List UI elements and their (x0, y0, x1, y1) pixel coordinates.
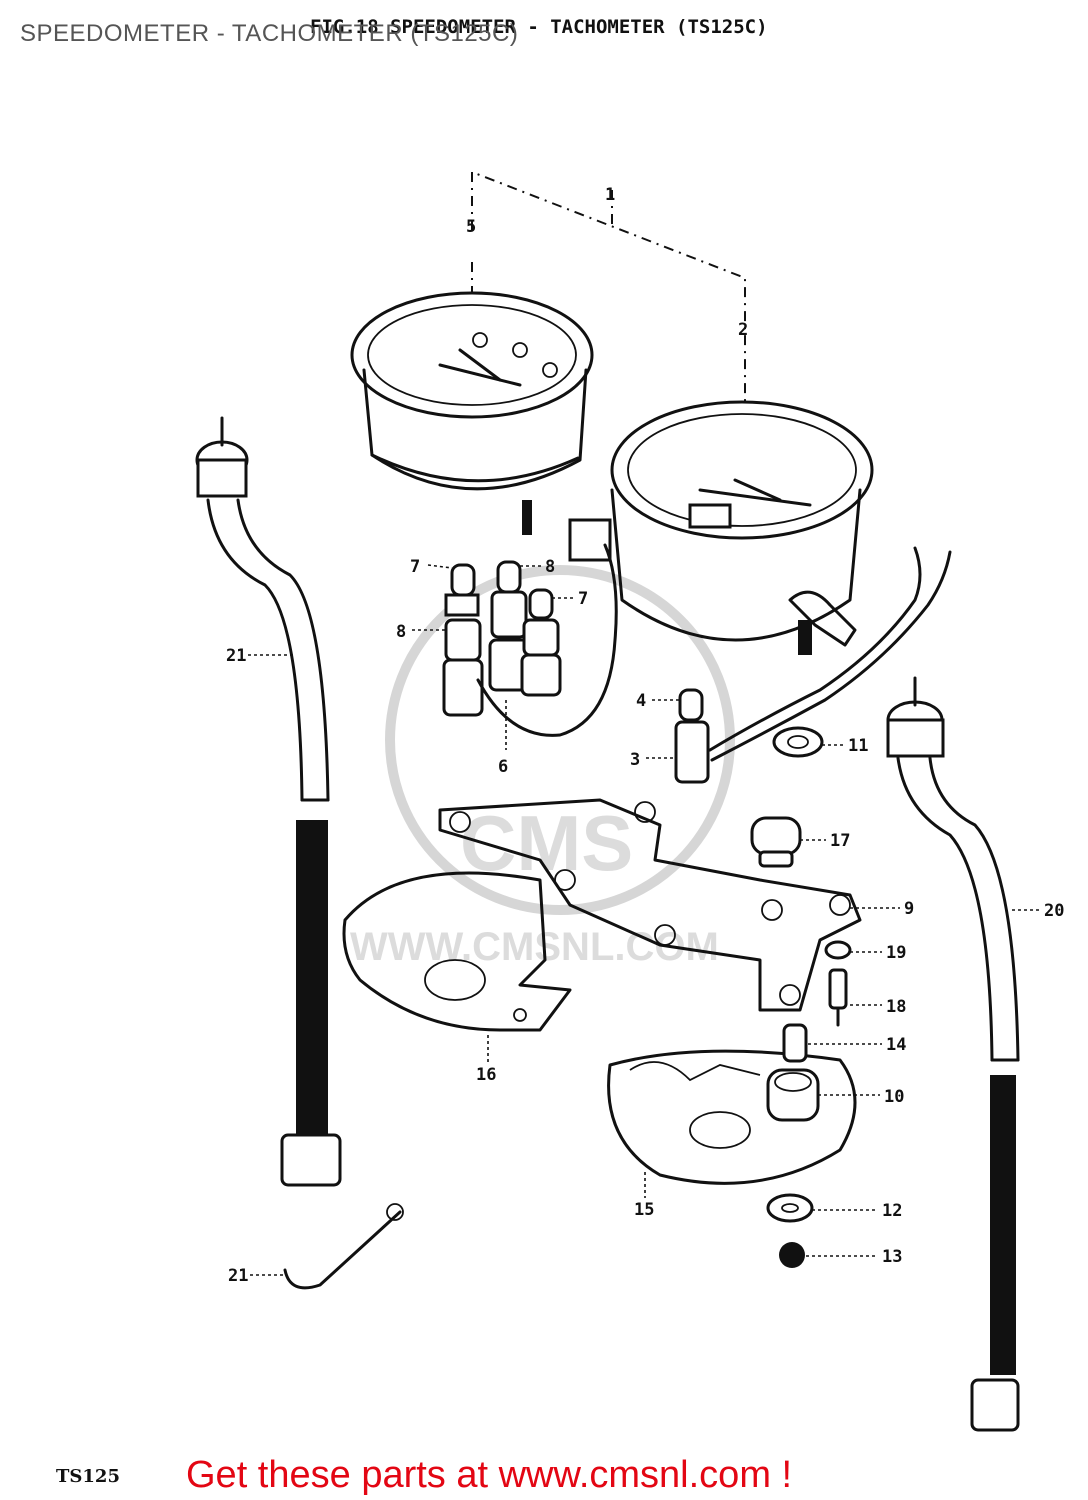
lower-case-left (342, 871, 572, 1032)
tachometer (568, 400, 874, 655)
cmsnl-parts-link[interactable]: Get these parts at www.cmsnl.com ! (186, 1454, 793, 1496)
callout-9: 9 (904, 899, 914, 919)
callout-2: 2 (738, 320, 748, 340)
callout-5: 5 (466, 217, 476, 237)
page-title: SPEEDOMETER - TACHOMETER (TS125C) (20, 20, 519, 47)
callout-8b: 8 (396, 622, 406, 642)
callout-21a: 21 (226, 646, 246, 666)
callout-3: 3 (630, 750, 640, 770)
callout-17: 17 (830, 831, 850, 851)
callout-16: 16 (476, 1065, 496, 1085)
leader-lines (248, 564, 1040, 1276)
callout-19: 19 (886, 943, 906, 963)
callout-7b: 7 (578, 589, 588, 609)
wire-harness (674, 546, 952, 784)
watermark: CMS WWW.CMSNL.COM (350, 565, 735, 969)
callout-6: 6 (498, 757, 508, 777)
callout-1: 1 (605, 185, 615, 205)
callout-11: 11 (848, 736, 868, 756)
callout-7a: 7 (410, 557, 420, 577)
lower-case-right (607, 1049, 857, 1185)
callout-21b: 21 (228, 1266, 248, 1286)
speedometer-cable (195, 416, 404, 1290)
tachometer-cable (886, 676, 1020, 1432)
watermark-url: WWW.CMSNL.COM (350, 925, 719, 969)
callout-14: 14 (886, 1035, 906, 1055)
speedometer (350, 291, 594, 535)
callout-8a: 8 (545, 557, 555, 577)
rubber-cap (750, 816, 802, 868)
callout-4: 4 (636, 691, 646, 711)
hardware (766, 940, 852, 1268)
callout-18: 18 (886, 997, 906, 1017)
callout-10: 10 (884, 1087, 904, 1107)
model-code: TS125 (56, 1466, 120, 1487)
callout-15: 15 (634, 1200, 654, 1220)
bulb-sockets (442, 543, 618, 737)
callout-20: 20 (1044, 901, 1064, 921)
meter-bracket (438, 798, 862, 1012)
callout-12: 12 (882, 1201, 902, 1221)
callout-labels: 1 2 3 4 5 6 7 7 8 8 9 10 11 12 13 14 15 … (226, 185, 1064, 1286)
scan-title: FIG.18 SPEEDOMETER - TACHOMETER (TS125C) (310, 16, 768, 38)
callout-13: 13 (882, 1247, 902, 1267)
